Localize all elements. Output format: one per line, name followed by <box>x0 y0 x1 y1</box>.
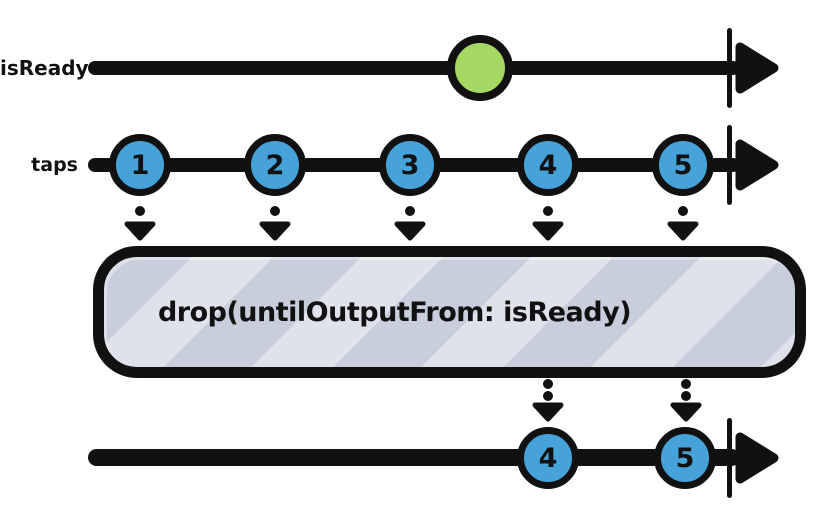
taps-stream-label: taps <box>31 154 78 176</box>
down-arrow-icon <box>259 221 291 241</box>
tap-marble-3: 3 <box>379 134 441 196</box>
down-arrow-icon <box>667 221 699 241</box>
operator-to-output-arrows <box>532 379 702 422</box>
timeline-line <box>88 61 740 75</box>
tap-marble-4: 4 <box>517 134 579 196</box>
dash-dot <box>681 391 691 401</box>
timeline-line <box>88 449 740 466</box>
down-arrow-icon <box>670 402 702 422</box>
down-arrow-icon <box>394 221 426 241</box>
isready-stream-label: isReady <box>0 56 89 80</box>
down-arrow-icon <box>124 221 156 241</box>
output-marble-4: 4 <box>517 427 579 489</box>
down-arrow-icon <box>532 221 564 241</box>
dash-dot <box>405 206 415 216</box>
tap-marble-1: 1 <box>109 134 171 196</box>
dash-dot <box>270 206 280 216</box>
operator-label: drop(untilOutputFrom: isReady) <box>157 296 632 328</box>
operator-box: drop(untilOutputFrom: isReady) <box>93 246 806 378</box>
completion-tick <box>727 28 732 108</box>
dash-dot <box>678 206 688 216</box>
dash-dot <box>135 206 145 216</box>
dash-dot <box>681 379 691 389</box>
timeline-arrowhead-icon <box>735 139 779 191</box>
timeline-arrowhead-icon <box>735 432 779 484</box>
output-marble-5: 5 <box>654 427 716 489</box>
completion-tick <box>727 418 732 498</box>
isready-timeline <box>88 28 779 108</box>
completion-tick <box>727 125 732 205</box>
dash-dot <box>543 206 553 216</box>
tap-marble-2: 2 <box>244 134 306 196</box>
dash-dot <box>543 379 553 389</box>
ready-signal-marble <box>447 35 513 101</box>
timeline-arrowhead-icon <box>735 42 779 94</box>
dash-dot <box>543 391 553 401</box>
taps-to-operator-arrows <box>124 206 699 241</box>
tap-marble-5: 5 <box>652 134 714 196</box>
down-arrow-icon <box>532 402 564 422</box>
